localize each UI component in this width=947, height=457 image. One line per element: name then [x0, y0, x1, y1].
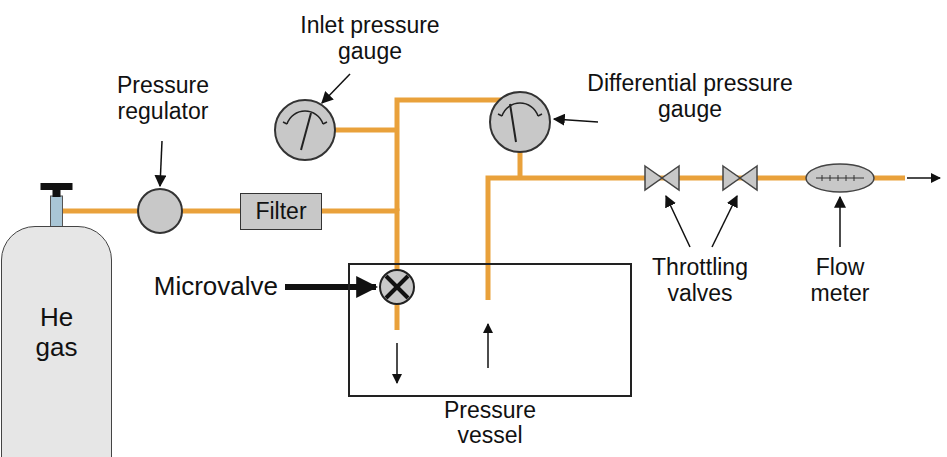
- gauge-tick: [283, 122, 287, 124]
- leader-arrow: [322, 74, 350, 103]
- part-label: Pressure regulator: [98, 72, 228, 125]
- differential-gauge-symbol: [490, 92, 550, 152]
- leader-arrow: [666, 196, 690, 247]
- part-label: Differential pressure gauge: [570, 70, 810, 123]
- regulator-symbol: [138, 189, 182, 233]
- pipe-connector: [322, 211, 397, 263]
- throttling-valve-symbol: [645, 166, 679, 190]
- gauge-tick: [498, 114, 502, 116]
- node-text: Filter: [255, 198, 306, 224]
- gas-cylinder: He gas: [1, 226, 112, 457]
- throttling-valve-symbol: [723, 166, 757, 190]
- microvalve-symbol: [380, 270, 414, 304]
- leader-arrow: [554, 119, 598, 122]
- part-label: Inlet pressure gauge: [285, 12, 455, 65]
- gauge-needle: [301, 113, 311, 150]
- flow-direction-arrow: [396, 343, 398, 383]
- leader-arrow: [160, 141, 162, 186]
- pointer-arrow: [285, 284, 376, 290]
- microvalve-cross: [386, 276, 408, 298]
- part-label: Throttling valves: [635, 254, 765, 307]
- outlet-arrow: [907, 177, 940, 179]
- microvalve-cross: [386, 276, 408, 298]
- flow-meter-symbol: [806, 164, 874, 192]
- gauge-branch-pipe: [335, 128, 397, 133]
- node-text: He gas: [27, 303, 87, 363]
- leader-arrow: [712, 196, 737, 247]
- flow-direction-arrow: [487, 324, 489, 368]
- part-label: Microvalve: [154, 272, 278, 302]
- flow-meter-ticks: [822, 175, 854, 181]
- filter-box: Filter: [240, 193, 322, 230]
- leader-arrow: [839, 197, 841, 247]
- gauge-tick: [323, 122, 327, 124]
- pressure-vessel-box: Pressure vessel: [348, 263, 632, 397]
- gauge-dial-arc: [287, 111, 323, 124]
- inlet-gauge-symbol: [275, 100, 335, 160]
- cylinder-valve-stem: [51, 196, 63, 227]
- gauge-dial-arc: [502, 103, 538, 116]
- gauge-needle: [510, 104, 516, 142]
- node-text: Pressure vessel: [425, 398, 555, 449]
- gauge-low-pipe: [518, 150, 523, 178]
- part-label: Flow meter: [800, 254, 880, 307]
- gauge-tick: [538, 114, 542, 116]
- flow-meter-scale: [816, 177, 864, 178]
- cylinder-valve-spindle: [53, 186, 61, 197]
